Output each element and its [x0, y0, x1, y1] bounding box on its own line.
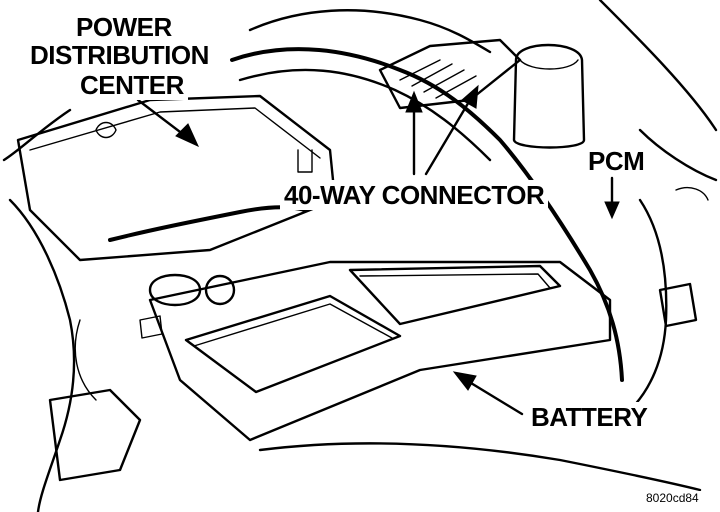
pcm-plug [675, 186, 709, 201]
pdc-box [16, 94, 337, 262]
pdc-arrow [136, 98, 200, 148]
battery-top-ridge [193, 273, 551, 347]
battery-top-right [348, 264, 562, 326]
pdc-lid-edge [29, 107, 321, 159]
pcm-bracket [658, 282, 698, 328]
harness-wrap [248, 9, 492, 54]
terminal-bolt [139, 315, 163, 339]
connector-arrows [405, 84, 479, 176]
battery-label: BATTERY [527, 402, 652, 432]
reservoir-cap [519, 59, 579, 70]
fluid-reservoir [512, 43, 586, 149]
battery-arrow [452, 371, 524, 416]
pdc-label-line-3: CENTER [76, 70, 188, 100]
lower-panel [258, 442, 702, 492]
figure-code: 8020cd84 [644, 491, 701, 505]
wiring-harness-top [230, 47, 624, 382]
pdc-latch [95, 121, 117, 139]
battery-terminal [148, 273, 202, 307]
battery-case [148, 260, 612, 442]
pcm-label: PCM [585, 146, 648, 176]
pcm-harness [628, 198, 668, 412]
pdc-clip [297, 149, 313, 173]
pcm-arrow [604, 176, 620, 220]
battery-top-left [184, 294, 402, 394]
left-hose [74, 319, 97, 401]
left-fender-outline [2, 108, 76, 512]
forty-way-connector-label: 40-WAY CONNECTOR [280, 180, 549, 210]
battery-post [204, 274, 236, 306]
pdc-label-line-2: DISTRIBUTION [26, 40, 213, 70]
left-lower-structure [48, 388, 142, 482]
right-fender-outline [598, 0, 718, 182]
pdc-label-line-1: POWER [72, 12, 176, 42]
wiring-harness-top-2 [238, 68, 492, 162]
connector-ribs [399, 59, 477, 99]
